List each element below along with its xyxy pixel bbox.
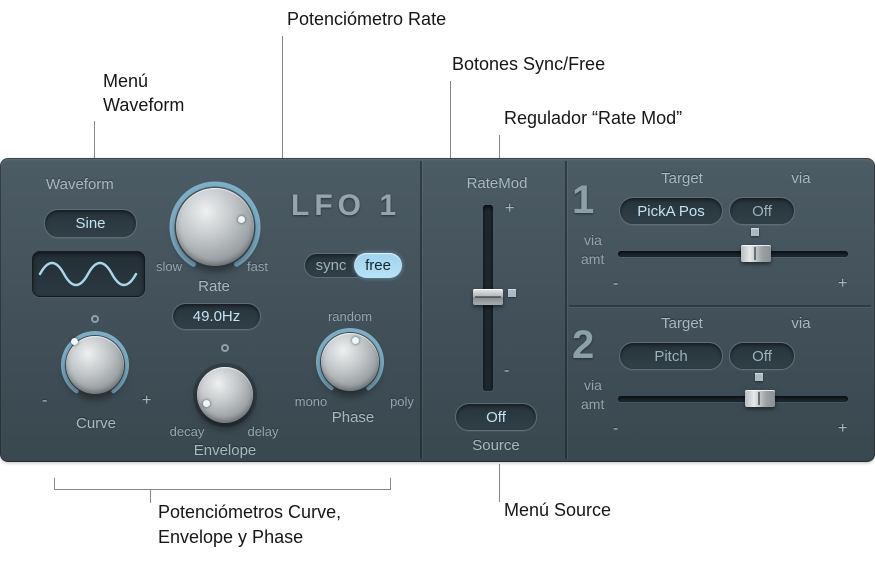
- route-2-amt-slider-handle[interactable]: [745, 390, 775, 407]
- waveform-menu[interactable]: Sine: [44, 209, 137, 238]
- callout-line-rate-mod: [499, 135, 500, 176]
- rate-knob[interactable]: [167, 179, 263, 275]
- lfo-panel: Waveform Sine slow fast Rate 49.0Hz LFO …: [0, 158, 875, 462]
- route-2-slider-default-marker: [755, 373, 763, 381]
- callout-source: Menú Source: [504, 500, 612, 520]
- envelope-knob[interactable]: [190, 360, 260, 430]
- phase-knob[interactable]: [313, 325, 387, 399]
- curve-knob-arc-icon: [61, 331, 129, 394]
- route-2-number: 2: [572, 323, 595, 367]
- curve-minus-label: -: [42, 392, 48, 409]
- callout-knobs-line2: Envelope y Phase: [158, 527, 304, 547]
- callout-bracket-right-tick: [390, 478, 391, 490]
- callout-waveform-line1: Menú: [103, 71, 149, 91]
- callout-sync-free: Botones Sync/Free: [452, 54, 606, 74]
- callout-rate-knob: Potenciómetro Rate: [287, 9, 447, 29]
- route-2-plus-label: +: [838, 420, 848, 437]
- rate-knob-body: [176, 188, 254, 266]
- route-2-via-header: via: [791, 315, 811, 332]
- route-2-amt-word: amt: [581, 396, 605, 412]
- route-1-via-header: via: [791, 170, 811, 187]
- callout-bracket-bar: [54, 489, 391, 490]
- route-1-plus-label: +: [838, 275, 848, 292]
- route-2-target-header: Target: [661, 315, 703, 332]
- envelope-decay-label: decay: [169, 424, 205, 439]
- callout-bracket-left-tick: [54, 478, 55, 490]
- callout-rate-mod: Regulador “Rate Mod”: [504, 108, 683, 128]
- envelope-default-marker: [221, 344, 229, 352]
- rate-mod-label: RateMod: [466, 175, 528, 192]
- curve-plus-label: +: [142, 392, 152, 409]
- route-1-amt-slider-track[interactable]: [618, 251, 848, 257]
- rate-knob-arc-icon: [169, 181, 261, 267]
- rate-mod-slider-handle[interactable]: [473, 289, 503, 305]
- envelope-label: Envelope: [193, 442, 257, 459]
- callout-waveform-line2: Waveform: [103, 95, 185, 115]
- free-button[interactable]: free: [354, 253, 402, 278]
- phase-label: Phase: [331, 409, 375, 426]
- source-menu[interactable]: Off: [455, 403, 537, 431]
- rate-mod-plus-label: +: [505, 200, 515, 217]
- lfo-title: LFO 1: [291, 189, 402, 222]
- curve-label: Curve: [75, 415, 117, 432]
- rate-mod-default-marker: [508, 289, 516, 297]
- envelope-delay-label: delay: [247, 424, 279, 439]
- rate-slow-label: slow: [156, 259, 183, 274]
- route-2-via-word: via: [584, 377, 602, 393]
- divider-middle-right: [565, 161, 567, 459]
- curve-knob[interactable]: [58, 328, 132, 402]
- phase-knob-body: [321, 333, 379, 391]
- source-label: Source: [472, 437, 520, 454]
- rate-label: Rate: [198, 278, 230, 295]
- route-2-minus-label: -: [613, 420, 619, 437]
- sync-free-group: sync free: [304, 253, 402, 278]
- phase-poly-label: poly: [390, 394, 414, 409]
- rate-knob-indicator: [238, 216, 245, 223]
- route-1-number: 1: [572, 178, 595, 222]
- route-1-via-word: via: [584, 232, 602, 248]
- route-1-target-header: Target: [661, 170, 703, 187]
- divider-route-blocks: [569, 305, 871, 307]
- waveform-label: Waveform: [46, 176, 114, 193]
- route-1-via-menu[interactable]: Off: [729, 197, 795, 225]
- route-1-slider-default-marker: [751, 228, 759, 236]
- rate-value-display[interactable]: 49.0Hz: [172, 303, 261, 330]
- curve-knob-body: [66, 336, 124, 394]
- envelope-knob-body: [197, 367, 253, 423]
- phase-random-label: random: [327, 309, 373, 324]
- callout-line-source: [499, 464, 500, 502]
- rate-mod-minus-label: -: [504, 362, 510, 379]
- rate-fast-label: fast: [247, 259, 268, 274]
- phase-mono-label: mono: [294, 394, 328, 409]
- phase-knob-indicator: [352, 337, 359, 344]
- divider-left-middle: [420, 161, 422, 459]
- callout-line-waveform: [94, 121, 95, 177]
- phase-knob-arc-icon: [316, 328, 384, 391]
- route-2-amt-slider-track[interactable]: [618, 396, 848, 402]
- route-2-via-menu[interactable]: Off: [729, 342, 795, 370]
- callout-bracket-stem: [150, 489, 151, 503]
- envelope-knob-indicator: [203, 400, 210, 407]
- route-1-amt-slider-handle[interactable]: [741, 245, 771, 262]
- waveform-display: [32, 251, 145, 297]
- route-1-target-menu[interactable]: PickA Pos: [619, 197, 723, 225]
- curve-default-marker: [91, 315, 99, 323]
- route-2-target-menu[interactable]: Pitch: [619, 342, 723, 370]
- sync-button[interactable]: sync: [304, 253, 357, 278]
- sine-wave-icon: [38, 261, 138, 287]
- route-1-minus-label: -: [613, 275, 619, 292]
- curve-knob-indicator: [71, 338, 78, 345]
- callout-knobs-line1: Potenciómetros Curve,: [158, 502, 342, 522]
- callout-line-rate: [282, 36, 283, 226]
- route-1-amt-word: amt: [581, 251, 605, 267]
